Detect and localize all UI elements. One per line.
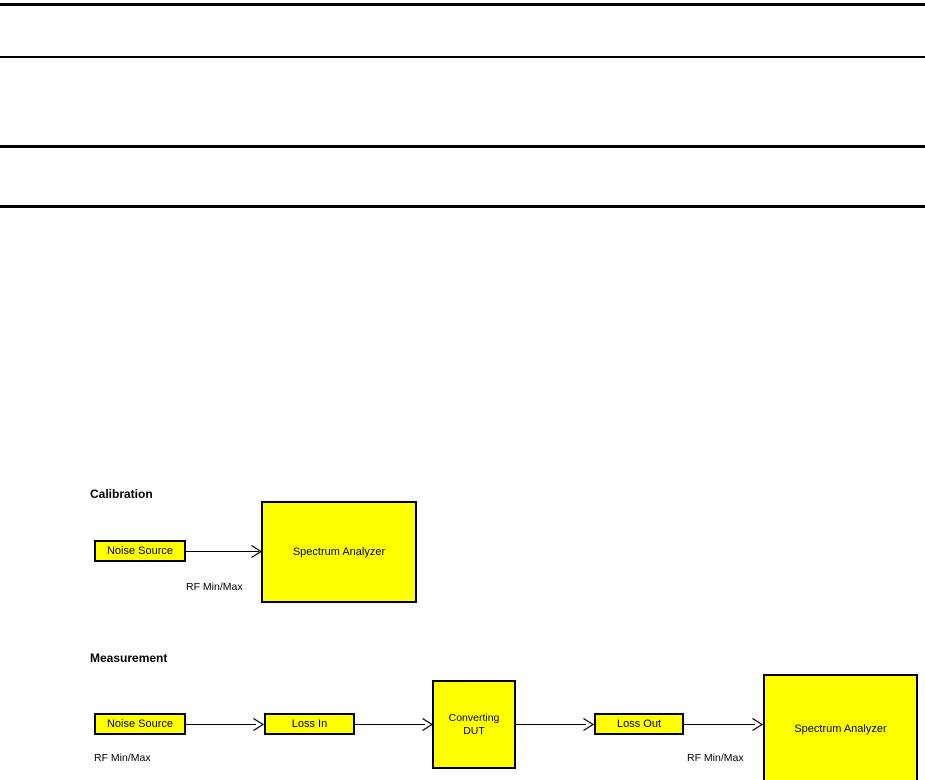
measurement-wire-lossin-to-dut bbox=[355, 724, 425, 725]
measurement-converting-dut-label-line2: DUT bbox=[463, 724, 485, 737]
calibration-spectrum-analyzer-block[interactable]: Spectrum Analyzer bbox=[261, 501, 417, 603]
table-rule-bottom bbox=[0, 205, 925, 208]
calibration-wire-noise-to-analyzer bbox=[186, 551, 259, 552]
table-rule-body bbox=[0, 145, 925, 148]
measurement-arrowhead-to-lossout bbox=[583, 718, 595, 731]
measurement-arrowhead-to-analyzer bbox=[752, 718, 764, 731]
measurement-wire-noise-to-lossin bbox=[186, 724, 256, 725]
measurement-heading: Measurement bbox=[90, 651, 168, 665]
measurement-loss-in-block[interactable]: Loss In bbox=[264, 713, 355, 735]
measurement-converting-dut-block[interactable]: Converting DUT bbox=[432, 680, 516, 769]
measurement-spectrum-analyzer-label: Spectrum Analyzer bbox=[794, 722, 887, 735]
measurement-loss-out-label: Loss Out bbox=[616, 717, 662, 730]
measurement-converting-dut-label-line1: Converting bbox=[448, 711, 500, 724]
measurement-rf-minmax-label-right: RF Min/Max bbox=[687, 752, 744, 764]
measurement-loss-in-label: Loss In bbox=[291, 717, 328, 730]
measurement-wire-lossout-to-analyzer bbox=[684, 724, 755, 725]
calibration-noise-source-block[interactable]: Noise Source bbox=[94, 540, 186, 562]
measurement-loss-out-block[interactable]: Loss Out bbox=[594, 713, 684, 735]
measurement-wire-dut-to-lossout bbox=[516, 724, 586, 725]
measurement-noise-source-block[interactable]: Noise Source bbox=[94, 713, 186, 735]
measurement-arrowhead-to-lossin bbox=[253, 718, 265, 731]
measurement-noise-source-label: Noise Source bbox=[106, 717, 174, 730]
measurement-arrowhead-to-dut bbox=[422, 718, 434, 731]
table-rule-top bbox=[0, 3, 925, 6]
calibration-heading: Calibration bbox=[90, 487, 153, 501]
measurement-spectrum-analyzer-block[interactable]: Spectrum Analyzer bbox=[763, 674, 918, 780]
calibration-rf-minmax-label: RF Min/Max bbox=[186, 581, 243, 593]
calibration-arrowhead-to-analyzer bbox=[251, 545, 263, 558]
table-rule-header bbox=[0, 56, 925, 58]
calibration-noise-source-label: Noise Source bbox=[106, 544, 174, 557]
calibration-spectrum-analyzer-label: Spectrum Analyzer bbox=[292, 545, 386, 558]
measurement-rf-minmax-label-left: RF Min/Max bbox=[94, 752, 151, 764]
